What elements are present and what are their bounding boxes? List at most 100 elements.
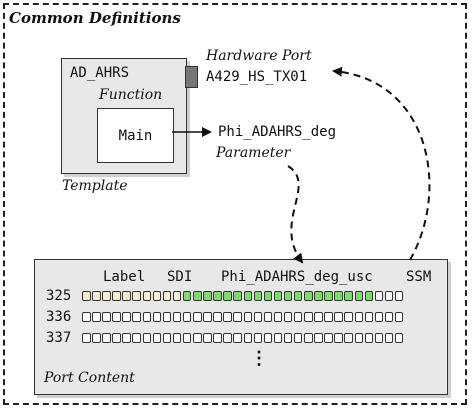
bit-cell bbox=[263, 333, 273, 343]
bit-cell bbox=[293, 291, 303, 301]
bit-cell bbox=[344, 291, 353, 301]
port-content-caption: Port Content bbox=[44, 370, 135, 386]
bit-cell bbox=[314, 312, 323, 322]
parameter-name: Phi_ADAHRS_deg bbox=[218, 124, 337, 140]
bit-cell bbox=[263, 312, 273, 322]
template-name: AD_AHRS bbox=[70, 65, 130, 81]
parameter-to-port-arrow bbox=[287, 165, 304, 264]
bit-cell bbox=[82, 291, 91, 301]
hardware-port-connector bbox=[185, 66, 198, 88]
bit-cell bbox=[384, 333, 394, 343]
bit-cell bbox=[324, 291, 333, 301]
function-label: Function bbox=[99, 87, 163, 103]
bit-cell bbox=[283, 333, 293, 343]
bit-cell bbox=[364, 333, 374, 343]
bit-cell bbox=[273, 312, 283, 322]
bit-cell bbox=[344, 333, 353, 343]
bit-cell bbox=[374, 291, 384, 301]
bit-cell bbox=[233, 312, 242, 322]
bit-cell bbox=[182, 312, 192, 322]
bit-cell bbox=[364, 312, 374, 322]
bit-cell bbox=[334, 291, 343, 301]
header-sdi: SDI bbox=[167, 269, 193, 285]
template-caption: Template bbox=[62, 178, 128, 194]
bit-cell bbox=[172, 333, 182, 343]
row-label-1: 336 bbox=[46, 309, 72, 325]
bit-cell bbox=[122, 312, 131, 322]
bit-cell bbox=[263, 291, 273, 301]
bit-cell bbox=[132, 333, 141, 343]
bit-cell bbox=[92, 291, 101, 301]
bit-cell bbox=[344, 312, 353, 322]
bit-cell bbox=[384, 312, 394, 322]
bit-cell bbox=[203, 291, 212, 301]
parameter-label: Parameter bbox=[216, 145, 291, 161]
port-to-hardware-arrow bbox=[332, 66, 431, 261]
bit-cell bbox=[293, 312, 303, 322]
hardware-port-label: Hardware Port bbox=[206, 48, 312, 64]
bit-cell bbox=[334, 333, 343, 343]
bit-cell bbox=[142, 291, 152, 301]
bit-cell bbox=[92, 312, 101, 322]
bit-cell bbox=[304, 291, 313, 301]
bit-cell bbox=[354, 312, 364, 322]
bit-cell bbox=[102, 333, 111, 343]
template-box: AD_AHRS Function Main bbox=[61, 58, 187, 174]
bit-cell bbox=[253, 312, 263, 322]
bit-cell bbox=[394, 333, 404, 343]
bit-cell bbox=[193, 291, 202, 301]
bit-cell bbox=[203, 312, 212, 322]
bit-cell bbox=[122, 291, 131, 301]
bit-cell bbox=[172, 312, 182, 322]
bit-cell bbox=[253, 291, 263, 301]
bit-cell bbox=[243, 291, 252, 301]
bit-cell bbox=[354, 291, 364, 301]
bit-cell bbox=[334, 312, 343, 322]
bit-cell bbox=[122, 333, 131, 343]
bit-cell bbox=[142, 312, 152, 322]
row-label-0: 325 bbox=[46, 288, 72, 304]
bit-cell bbox=[293, 333, 303, 343]
header-ssm: SSM bbox=[406, 269, 432, 285]
diagram-title: Common Definitions bbox=[9, 9, 181, 27]
bit-cell bbox=[112, 312, 121, 322]
main-function-box: Main bbox=[97, 108, 174, 163]
bit-cell bbox=[102, 312, 111, 322]
row-label-2: 337 bbox=[46, 330, 72, 346]
bit-cell bbox=[213, 312, 222, 322]
bit-cell bbox=[112, 291, 121, 301]
bit-cell bbox=[152, 291, 162, 301]
header-data: Phi_ADAHRS_deg_usc bbox=[221, 269, 373, 285]
bit-cell bbox=[273, 333, 283, 343]
bit-cell bbox=[233, 333, 242, 343]
bit-cell bbox=[364, 291, 374, 301]
bit-cell bbox=[354, 333, 364, 343]
port-content-box bbox=[34, 259, 448, 395]
bit-cell bbox=[92, 333, 101, 343]
bit-cell bbox=[374, 333, 384, 343]
bit-row-1 bbox=[82, 312, 404, 322]
bit-cell bbox=[112, 333, 121, 343]
bit-cell bbox=[152, 312, 162, 322]
bit-cell bbox=[223, 333, 232, 343]
bit-cell bbox=[253, 333, 263, 343]
bit-cell bbox=[273, 291, 283, 301]
bit-cell bbox=[283, 291, 293, 301]
bit-cell bbox=[213, 291, 222, 301]
bit-cell bbox=[384, 291, 394, 301]
bit-cell bbox=[283, 312, 293, 322]
bit-cell bbox=[314, 291, 323, 301]
main-function-label: Main bbox=[118, 127, 153, 144]
bit-cell bbox=[304, 333, 313, 343]
bit-cell bbox=[193, 333, 202, 343]
header-label: Label bbox=[103, 269, 146, 285]
bit-cell bbox=[152, 333, 162, 343]
bit-cell bbox=[182, 291, 192, 301]
bit-cell bbox=[82, 333, 91, 343]
bit-cell bbox=[314, 333, 323, 343]
bit-cell bbox=[394, 291, 404, 301]
bit-cell bbox=[162, 333, 172, 343]
bit-cell bbox=[132, 291, 141, 301]
bit-cell bbox=[324, 333, 333, 343]
